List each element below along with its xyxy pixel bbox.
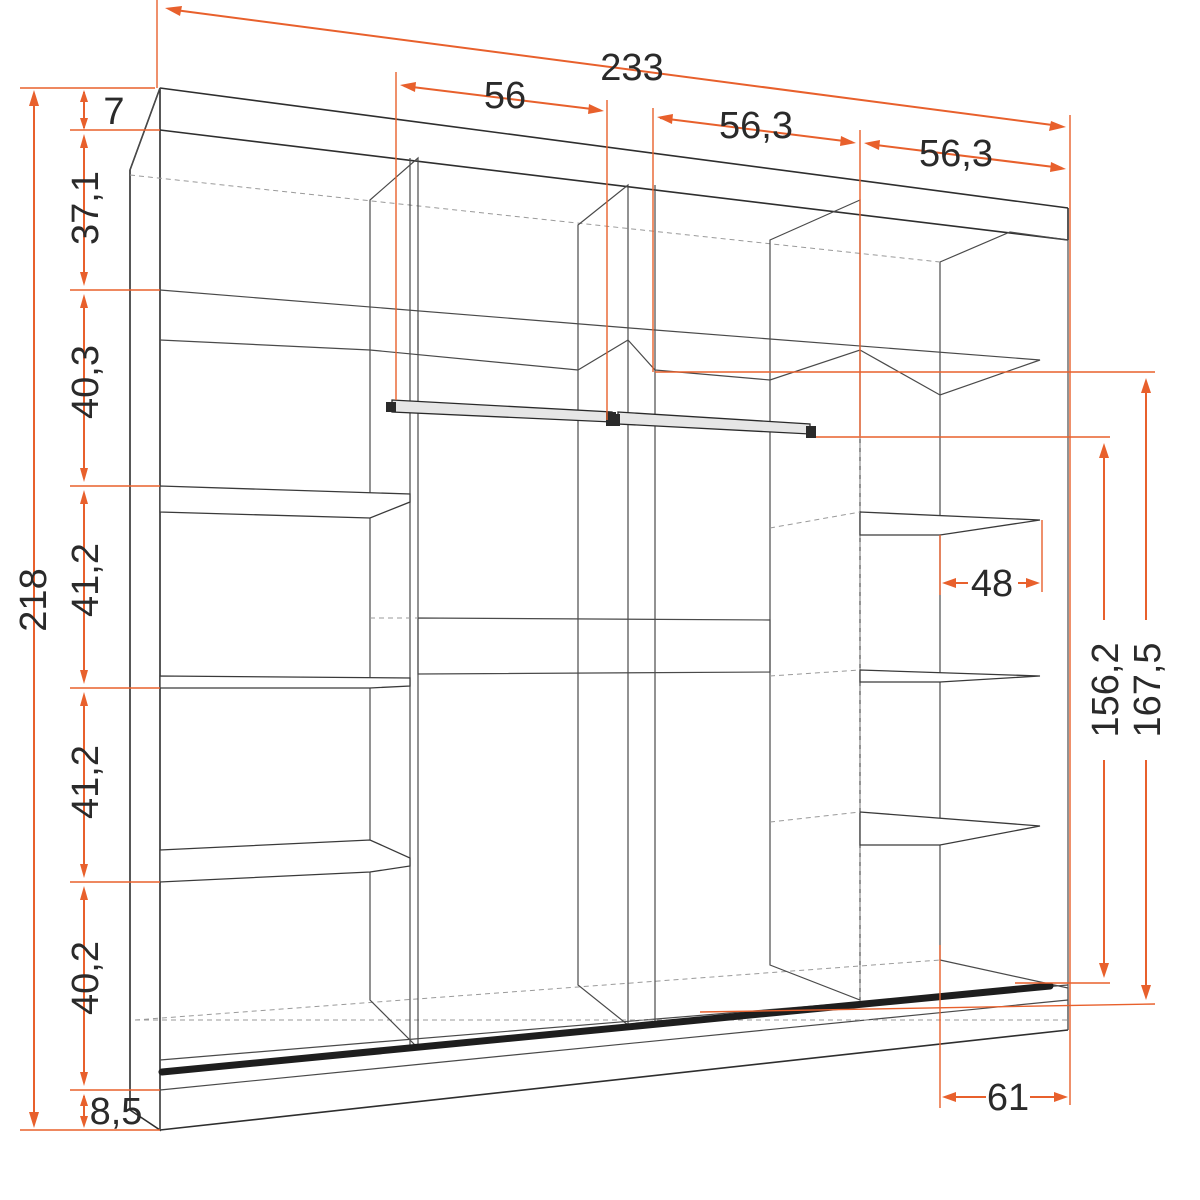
label-total-height: 218 <box>13 568 55 631</box>
label-base-height: 8,5 <box>90 1091 143 1133</box>
arrow-48-right <box>1026 578 1040 588</box>
wardrobe-carcass <box>129 87 1069 1132</box>
top-underside-edge <box>159 129 1069 241</box>
rail-left <box>391 399 613 423</box>
arrow-156-top <box>1099 443 1109 458</box>
bottom-door-track <box>158 982 1054 1076</box>
arrow-c4-top <box>80 692 88 706</box>
arrow-s1-left <box>400 82 416 92</box>
arrow-s3-left <box>657 114 673 124</box>
right-shelf-2-hidden <box>769 669 861 677</box>
hanging-rails <box>386 399 816 438</box>
left-section-shelves <box>159 485 411 883</box>
dimension-lines <box>20 0 1156 1131</box>
upper-shelves <box>159 289 1041 396</box>
top-inner-back <box>939 231 1069 263</box>
label-compartment-2: 40,3 <box>65 345 107 419</box>
rail-right <box>617 411 811 435</box>
arrow-61-left <box>942 1092 956 1102</box>
partition-3 <box>769 199 861 1001</box>
rail-right-bracket-2 <box>806 426 816 438</box>
left-shelf-3 <box>159 839 411 883</box>
top-left-bevel <box>129 87 161 171</box>
dim-section-3 <box>659 117 853 143</box>
dim-section-1 <box>403 85 601 111</box>
right-shelf-1 <box>859 511 1041 536</box>
dim-section-4 <box>867 143 1063 169</box>
left-shelf-2 <box>159 675 411 689</box>
plinth-top-edge <box>159 999 1069 1091</box>
label-compartment-5: 40,2 <box>65 941 107 1015</box>
center-cross-band <box>370 617 771 675</box>
arrow-c1-bottom <box>80 272 88 286</box>
rail-left-bracket-1 <box>386 402 396 412</box>
right-shelf-1-hidden <box>769 511 861 529</box>
label-compartment-3: 41,2 <box>65 543 107 617</box>
left-shelf-1 <box>159 485 411 519</box>
label-section-3-width: 56,3 <box>719 105 793 147</box>
arrow-s1-right <box>588 104 604 114</box>
arrow-tg-bottom <box>80 118 88 130</box>
ext-floor-2 <box>699 1003 1156 1013</box>
arrow-s4-right <box>1050 162 1066 172</box>
arrow-total-right <box>1049 121 1066 131</box>
right-section-shelves <box>769 511 1041 846</box>
arrow-167-top <box>1141 378 1151 393</box>
label-compartment-1: 37,1 <box>65 171 107 245</box>
upper-long-shelf <box>159 289 1041 396</box>
label-top-gap: 7 <box>103 91 124 133</box>
arrow-tg-top <box>80 90 88 102</box>
arrow-c3-top <box>80 490 88 504</box>
arrow-61-right <box>1054 1092 1068 1102</box>
right-shelf-3-hidden <box>769 811 861 823</box>
arrow-c3-bottom <box>80 670 88 684</box>
partition-2 <box>577 183 629 1027</box>
arrow-s3-right <box>840 136 856 146</box>
floor-right-edge <box>939 959 1069 1030</box>
partition-1 <box>369 156 419 1050</box>
label-cabinet-depth: 61 <box>987 1077 1029 1119</box>
arrow-c5-bottom <box>80 1072 88 1086</box>
arrow-h-bottom <box>29 1112 39 1128</box>
arrow-c5-top <box>80 886 88 900</box>
arrow-48-left <box>942 578 956 588</box>
dim-total-width <box>174 9 1061 127</box>
arrow-b-bottom <box>80 1116 88 1128</box>
partitions <box>369 156 861 1050</box>
arrow-s4-left <box>864 140 880 150</box>
arrow-c4-bottom <box>80 864 88 878</box>
arrow-b-top <box>80 1094 88 1106</box>
top-front-edge <box>159 87 1069 209</box>
label-section-1-width: 56 <box>484 75 526 117</box>
rail-right-bracket-1 <box>610 414 620 426</box>
label-compartment-4: 41,2 <box>65 745 107 819</box>
label-rail-height-right: 156,2 <box>1085 642 1127 737</box>
arrow-156-bottom <box>1099 963 1109 978</box>
label-section-4-width: 56,3 <box>919 133 993 175</box>
arrow-167-bottom <box>1141 985 1151 1000</box>
right-shelf-2 <box>859 669 1041 683</box>
arrow-c1-top <box>80 134 88 148</box>
cross-band <box>417 617 771 675</box>
arrow-h-top <box>29 90 39 106</box>
left-side-panel <box>129 87 161 1132</box>
dimension-labels: 233 56 56,3 56,3 218 7 37,1 40,3 41,2 41… <box>13 47 1169 1133</box>
right-shelf-3 <box>859 811 1041 846</box>
label-rail-height-left: 167,5 <box>1127 642 1169 737</box>
label-total-width: 233 <box>600 47 663 89</box>
hidden-top-back <box>129 174 941 263</box>
label-shelf-depth: 48 <box>971 563 1013 605</box>
arrow-c2-bottom <box>80 468 88 482</box>
bottom-front-edge <box>159 1029 1069 1131</box>
arrow-c2-top <box>80 294 88 308</box>
arrow-total-left <box>165 6 182 16</box>
